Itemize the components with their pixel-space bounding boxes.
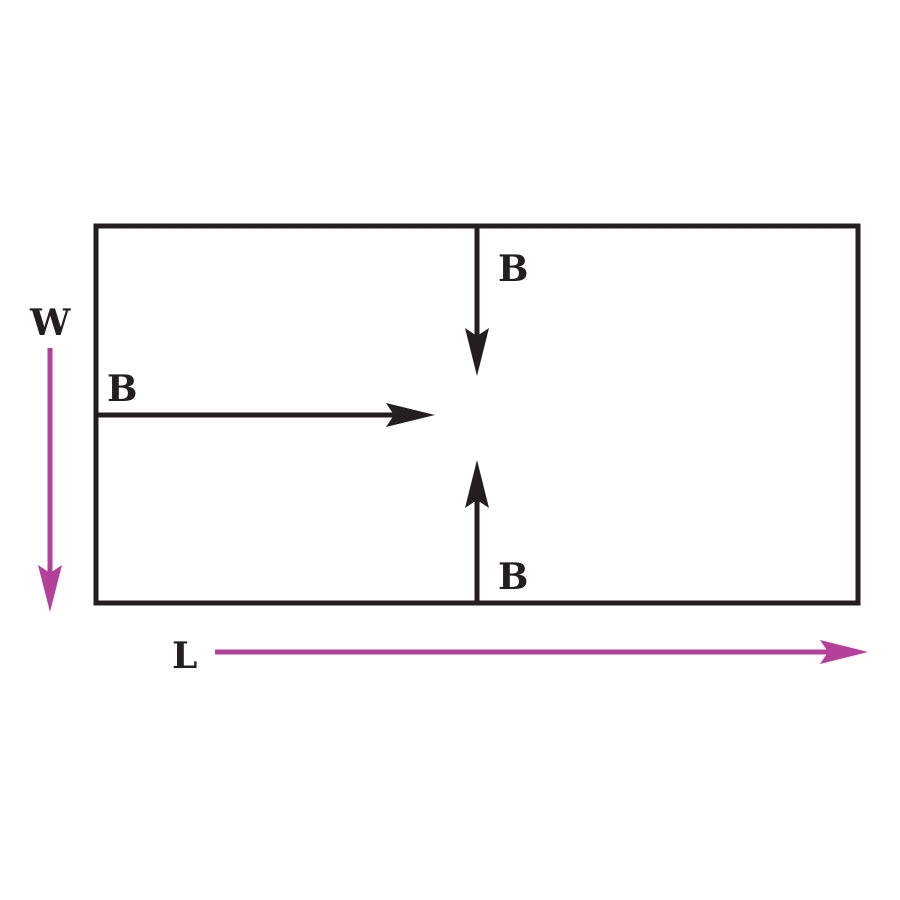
width-axis-label: W [29,302,71,344]
arrowhead-up-icon [465,460,489,508]
length-axis-arrow [215,640,868,664]
arrowhead-right-icon [386,403,435,427]
arrowhead-down-icon [38,565,62,612]
bottom-arrow [465,460,489,603]
arrowhead-right-icon [820,640,868,664]
width-axis-arrow [38,348,62,612]
top-arrow [465,226,489,376]
left-arrow-label: B [107,368,137,410]
bottom-arrow-label: B [498,556,528,598]
left-arrow [96,403,435,427]
length-axis-label: L [172,635,197,677]
arrowhead-down-icon [465,328,489,376]
top-arrow-label: B [498,248,528,290]
